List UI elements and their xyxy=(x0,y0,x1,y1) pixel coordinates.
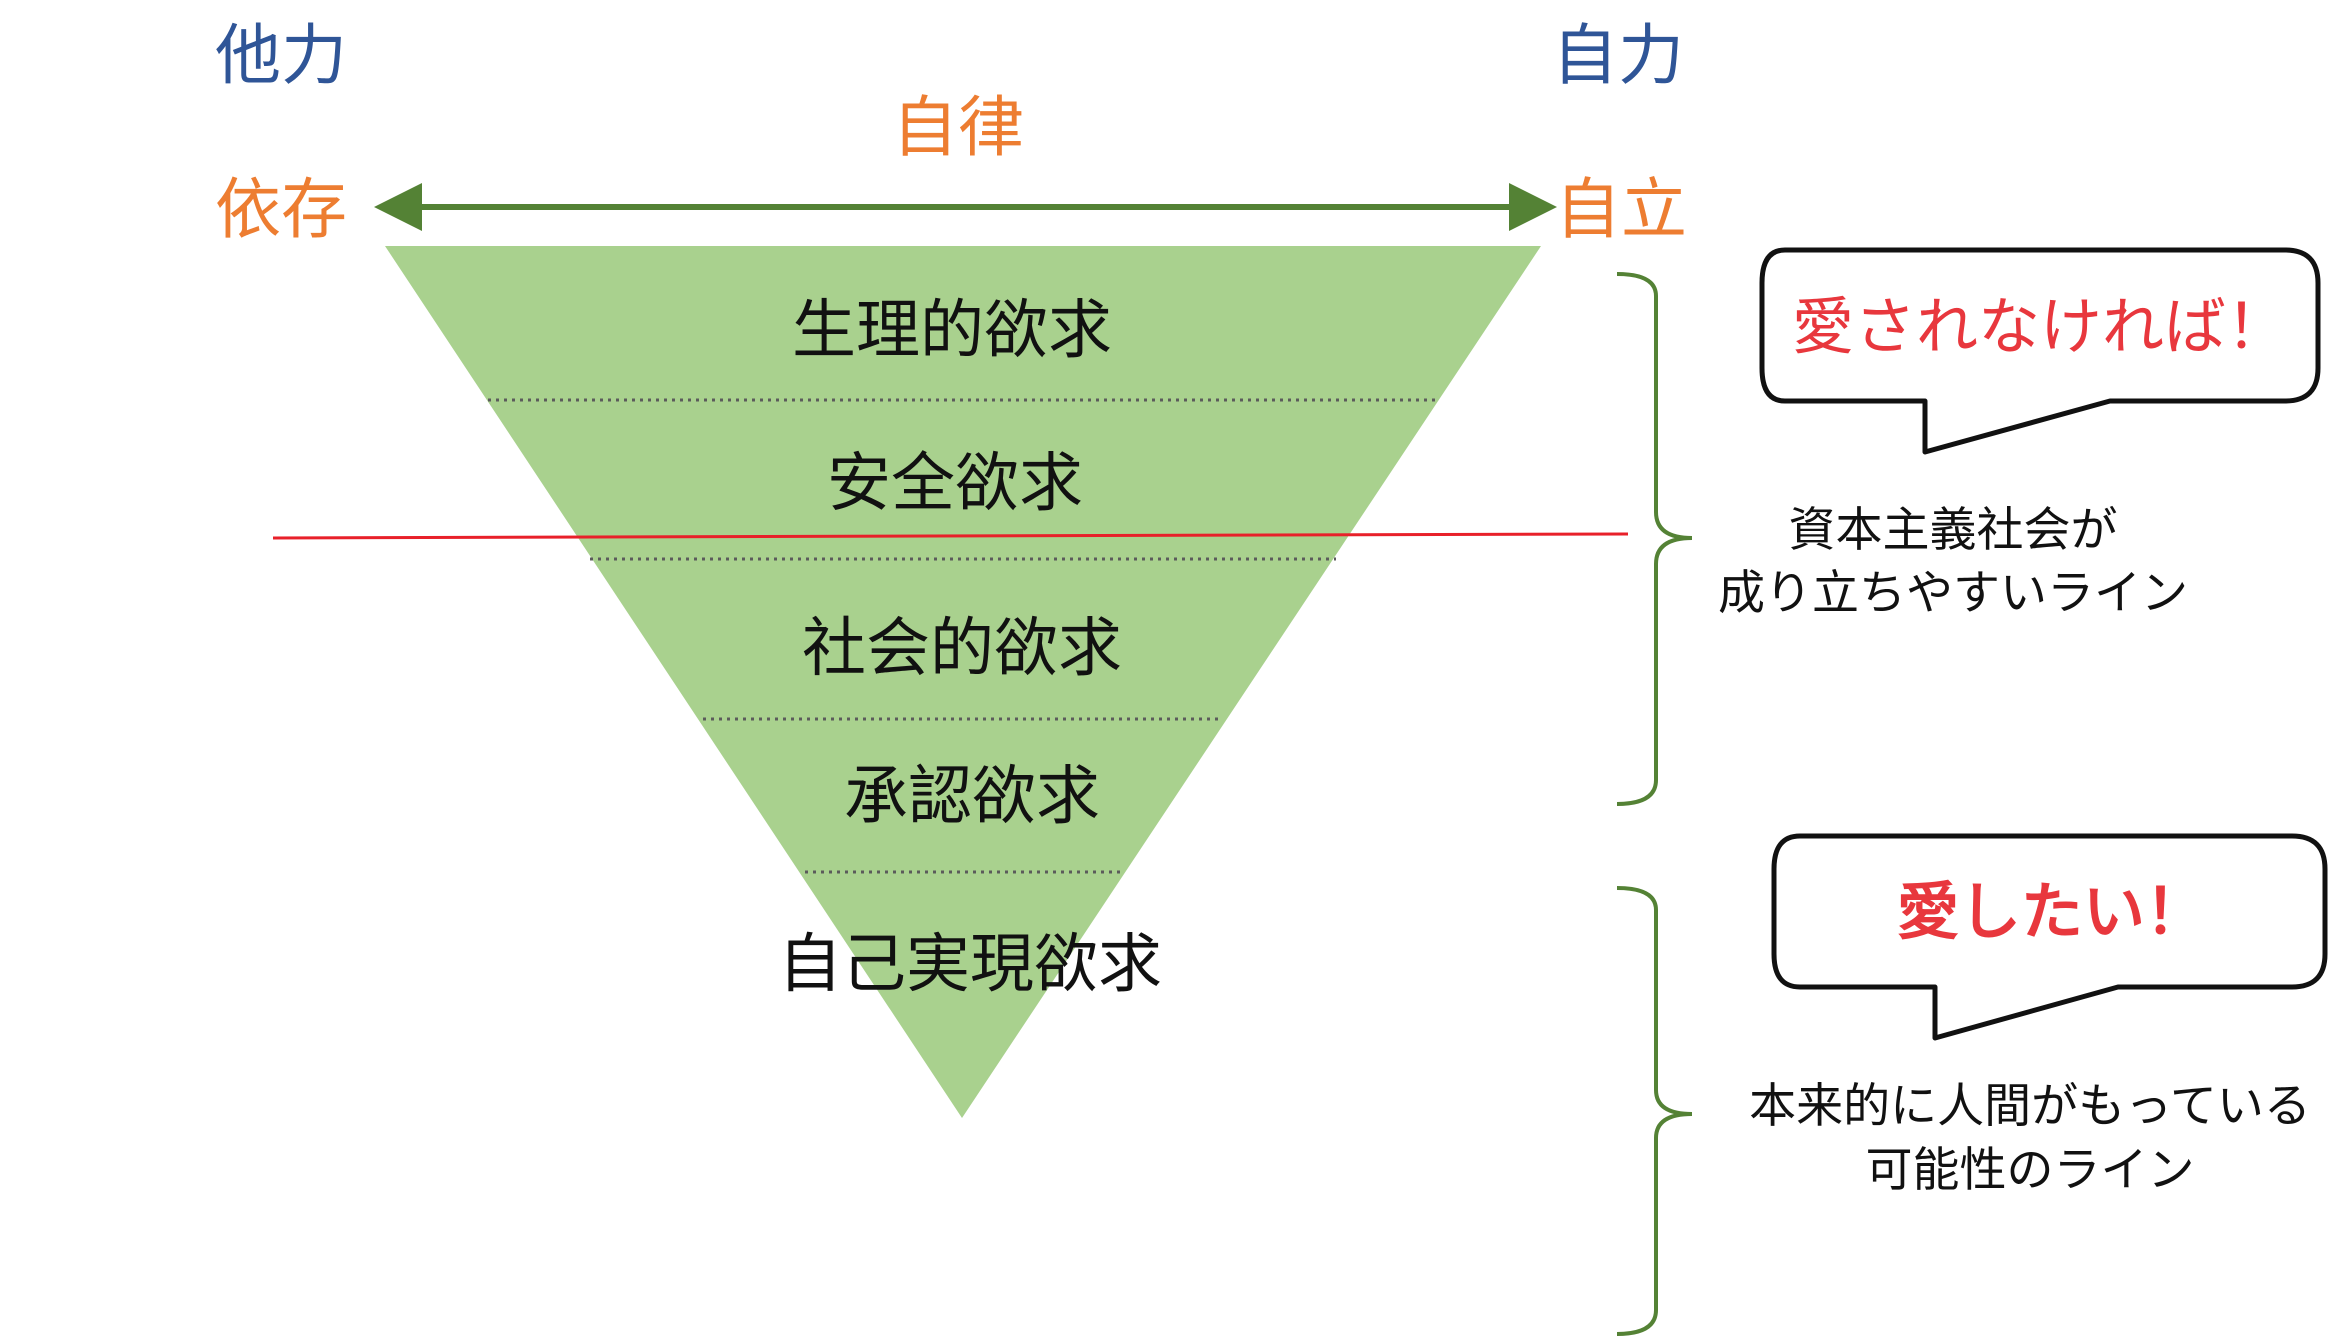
lower-bubble-text: 愛したい！ xyxy=(1897,875,2207,948)
level-label-physiological: 生理的欲求 xyxy=(792,294,1112,368)
label-izon: 依存 xyxy=(215,171,347,248)
inverted-pyramid xyxy=(385,246,1541,1118)
label-tariki: 他力 xyxy=(215,17,347,94)
upper-bubble-text: 愛されなければ！ xyxy=(1792,290,2288,363)
capitalism-threshold-line xyxy=(272,532,1629,540)
lower-annotation-line2: 可能性のライン xyxy=(1866,1143,2195,1198)
upper-speech-bubble xyxy=(1759,247,2321,455)
lower-speech-bubble xyxy=(1771,833,2328,1041)
label-jiritsu-independence: 自立 xyxy=(1555,171,1687,248)
upper-annotation-line1: 資本主義社会が xyxy=(1789,503,2118,558)
upper-brace xyxy=(1616,272,1693,806)
level-label-self-actualization: 自己実現欲求 xyxy=(778,928,1162,1002)
label-jiriki: 自力 xyxy=(1552,17,1684,94)
lower-annotation-line1: 本来的に人間がもっている xyxy=(1749,1079,2311,1134)
upper-annotation-line2: 成り立ちやすいライン xyxy=(1718,566,2188,621)
level-label-safety: 安全欲求 xyxy=(827,447,1083,521)
level-label-social: 社会的欲求 xyxy=(802,612,1122,686)
lower-brace xyxy=(1616,886,1693,1336)
label-jiritsu-autonomy: 自律 xyxy=(892,89,1024,166)
level-label-esteem: 承認欲求 xyxy=(844,760,1100,834)
